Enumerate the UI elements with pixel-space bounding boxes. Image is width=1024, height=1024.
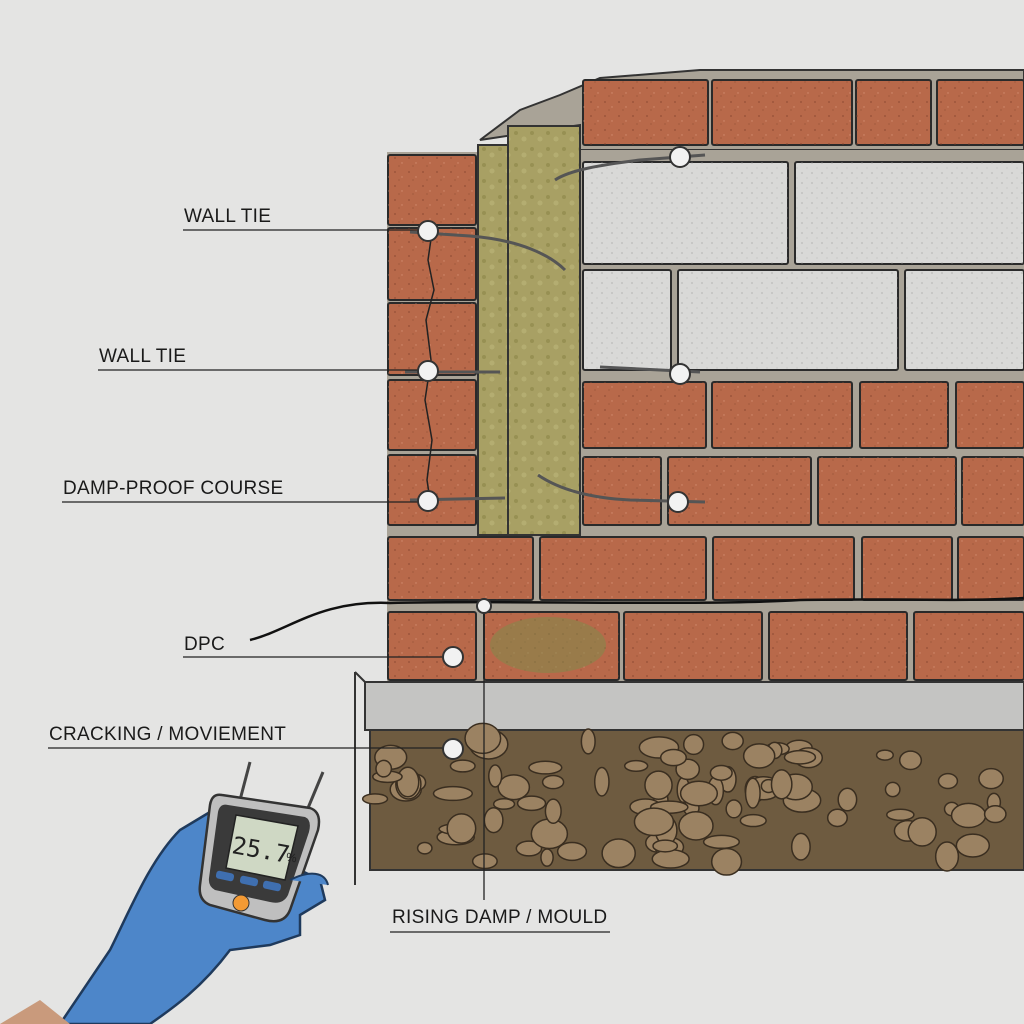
stone <box>497 774 531 801</box>
stone <box>937 772 959 790</box>
moisture-meter-hand: 25.7 % <box>0 761 329 1024</box>
stone <box>884 781 901 798</box>
concrete-foundation <box>364 681 1024 731</box>
stone <box>396 766 420 798</box>
label-rising-damp: RISING DAMP / MOULD <box>392 907 608 928</box>
stone <box>580 728 596 755</box>
stone <box>361 793 389 805</box>
stone <box>790 832 811 861</box>
stone <box>644 770 673 800</box>
insulation-board-inner <box>507 125 581 536</box>
stone <box>826 808 848 828</box>
callout-marker <box>417 220 439 242</box>
callout-marker <box>669 146 691 168</box>
stone <box>483 807 504 834</box>
ground-edge <box>354 671 366 885</box>
stone <box>541 774 565 790</box>
stone <box>446 813 477 844</box>
stone <box>375 759 393 778</box>
callout-marker <box>442 646 464 668</box>
stone <box>515 840 543 857</box>
stone <box>471 853 498 870</box>
stone <box>875 749 894 761</box>
callout-marker <box>669 363 691 385</box>
stone <box>464 722 502 755</box>
stone <box>679 780 719 807</box>
insulation-board-outer <box>477 144 511 536</box>
stone <box>710 847 743 876</box>
meter-screen <box>225 814 299 881</box>
stone <box>983 805 1007 824</box>
label-cracking: CRACKING / MOVIEMENT <box>49 724 287 745</box>
stone <box>601 838 636 869</box>
stone <box>837 787 858 812</box>
stone <box>633 807 675 837</box>
meter-unit: % <box>285 850 298 866</box>
meter-power-button <box>232 894 250 912</box>
stone <box>742 743 776 769</box>
callout-marker <box>667 491 689 513</box>
stone <box>530 818 569 850</box>
stone <box>556 841 588 862</box>
stone <box>725 799 743 819</box>
stone <box>783 749 817 765</box>
label-damp-proof-course: DAMP-PROOF COURSE <box>63 478 284 499</box>
stone <box>416 841 433 855</box>
label-wall-tie-1: WALL TIE <box>184 206 272 227</box>
stone <box>709 764 733 781</box>
stone <box>744 777 761 809</box>
stone <box>702 834 740 850</box>
leader-lines <box>48 229 610 933</box>
stone <box>449 759 476 773</box>
stone <box>886 808 915 822</box>
stone <box>898 750 923 771</box>
stone <box>770 769 793 800</box>
stone <box>721 731 744 751</box>
label-wall-tie-2: WALL TIE <box>99 346 187 367</box>
stone <box>978 767 1004 790</box>
stone <box>950 802 987 829</box>
stone <box>678 810 714 841</box>
mould-patch <box>490 617 606 673</box>
callout-marker <box>417 490 439 512</box>
stone <box>528 760 563 775</box>
stone <box>652 839 679 853</box>
callout-marker <box>417 360 439 382</box>
stone <box>955 833 991 858</box>
stone <box>593 766 610 797</box>
dpc-membrane <box>249 596 1024 642</box>
stone <box>492 797 516 810</box>
stone <box>544 798 562 825</box>
label-dpc: DPC <box>184 634 226 655</box>
stone <box>516 795 547 812</box>
stone <box>540 848 554 867</box>
stone <box>488 764 503 788</box>
callout-marker <box>442 738 464 760</box>
stone <box>907 816 937 847</box>
stone <box>659 748 687 767</box>
callout-marker <box>476 598 492 614</box>
stone <box>934 841 960 872</box>
stone <box>651 848 690 869</box>
stone <box>623 759 649 772</box>
stone <box>682 733 705 756</box>
stone <box>432 785 474 802</box>
crack-line <box>424 231 435 501</box>
stone <box>739 813 767 828</box>
